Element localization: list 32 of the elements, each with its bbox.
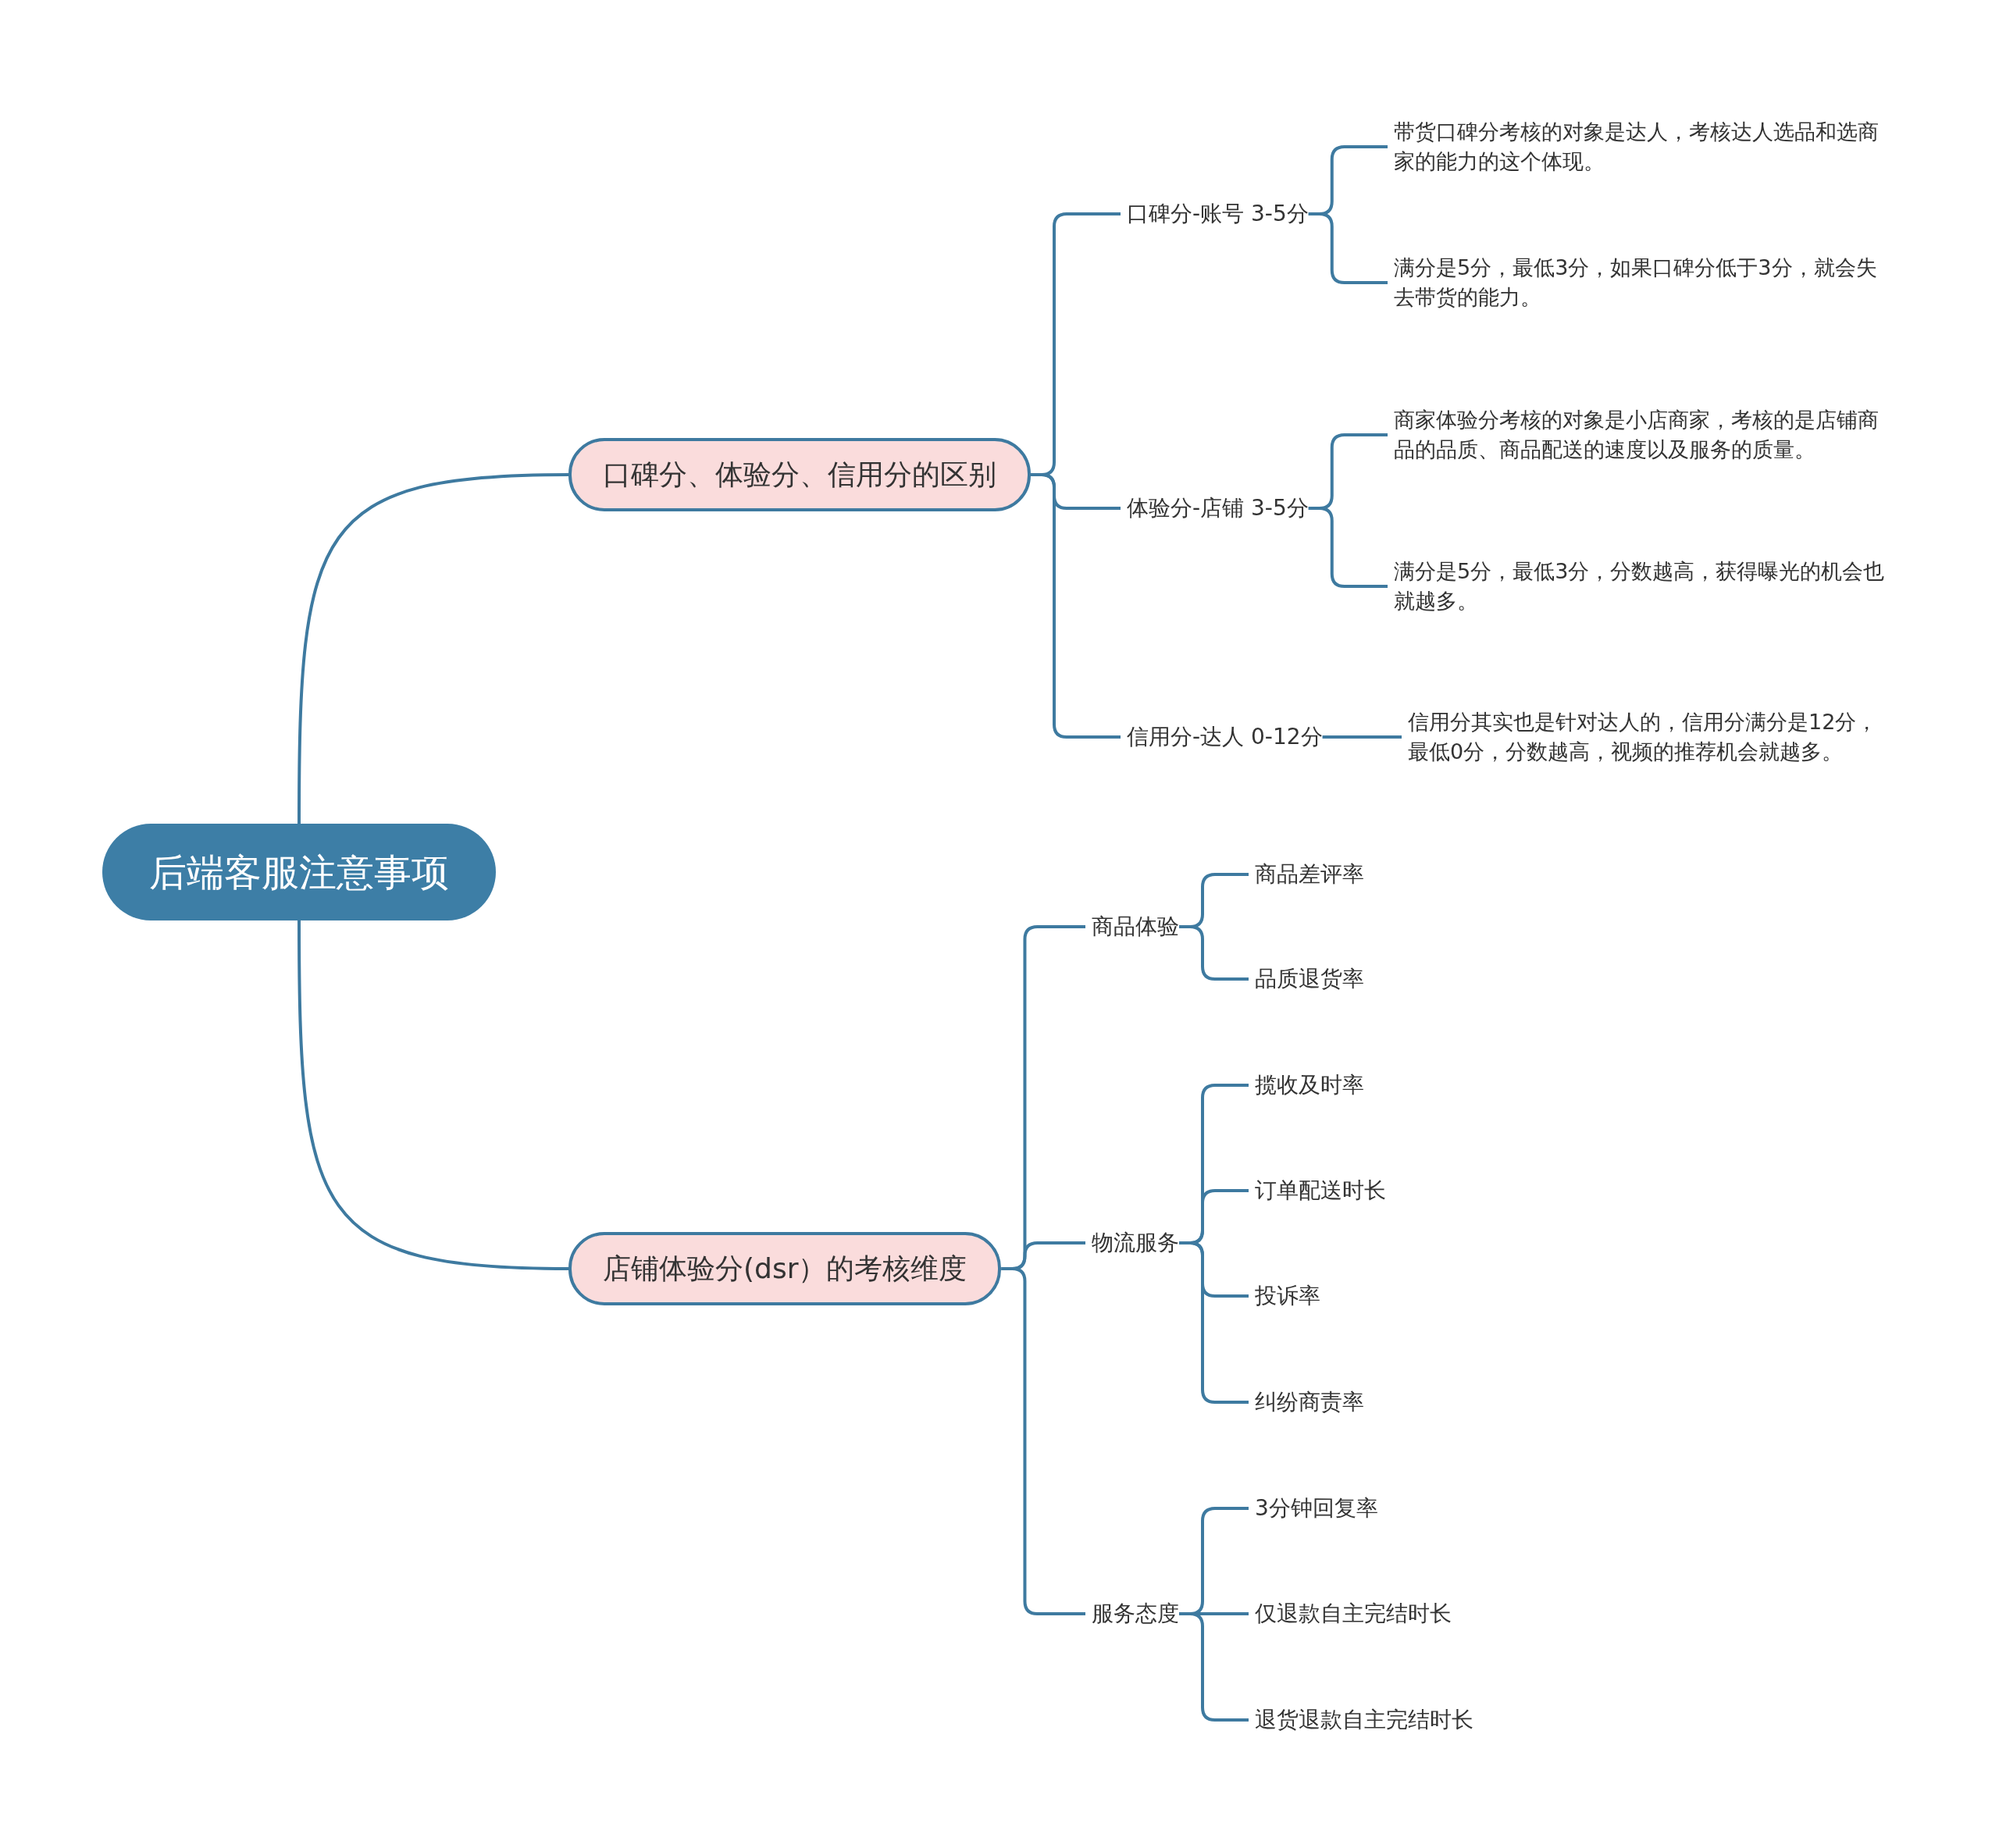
connector — [1031, 473, 1121, 739]
connector — [1308, 212, 1388, 284]
connector — [298, 473, 569, 824]
subtopic-text: 投诉率 — [1255, 1280, 1320, 1312]
note-text: 信用分其实也是针对达人的，信用分满分是12分，最低0分，分数越高，视频的推荐机会就越多。 — [1408, 707, 1886, 767]
subtopic-text: 订单配送时长 — [1255, 1175, 1386, 1206]
subtopic-text: 口碑分-账号 3-5分 — [1127, 198, 1309, 230]
connector — [1322, 735, 1402, 739]
subtopic-text: 纠纷商责率 — [1255, 1387, 1364, 1418]
subtopic-text: 3分钟回复率 — [1255, 1493, 1378, 1524]
subtopic-text: 品质退货率 — [1255, 963, 1364, 995]
note-text: 满分是5分，最低3分，分数越高，获得曝光的机会也就越多。 — [1394, 556, 1886, 617]
subtopic-text: 仅退款自主完结时长 — [1255, 1598, 1452, 1629]
connector — [1179, 1612, 1249, 1722]
connector — [298, 920, 569, 1270]
subtopic-text: 揽收及时率 — [1255, 1070, 1364, 1101]
subtopic-text: 商品差评率 — [1255, 859, 1364, 890]
subtopic-text: 体验分-店铺 3-5分 — [1127, 493, 1309, 524]
note-text: 商家体验分考核的对象是小店商家，考核的是店铺商品的品质、商品配送的速度以及服务的质量。 — [1394, 404, 1886, 465]
connector — [1179, 1241, 1249, 1404]
subtopic-text: 物流服务 — [1092, 1227, 1179, 1259]
subtopic-text: 信用分-达人 0-12分 — [1127, 721, 1323, 753]
connector — [1179, 925, 1249, 981]
subtopic-text: 商品体验 — [1092, 911, 1179, 942]
central-topic: 后端客服注意事项 — [102, 824, 496, 920]
topic-box: 口碑分、体验分、信用分的区别 — [568, 438, 1031, 511]
subtopic-text: 服务态度 — [1092, 1598, 1179, 1629]
subtopic-text: 退货退款自主完结时长 — [1255, 1704, 1473, 1736]
connector — [1308, 507, 1388, 588]
topic-box: 店铺体验分(dsr）的考核维度 — [568, 1232, 1002, 1305]
note-text: 满分是5分，最低3分，如果口碑分低于3分，就会失去带货的能力。 — [1394, 252, 1886, 313]
note-text: 带货口碑分考核的对象是达人，考核达人选品和选商家的能力的这个体现。 — [1394, 116, 1886, 177]
